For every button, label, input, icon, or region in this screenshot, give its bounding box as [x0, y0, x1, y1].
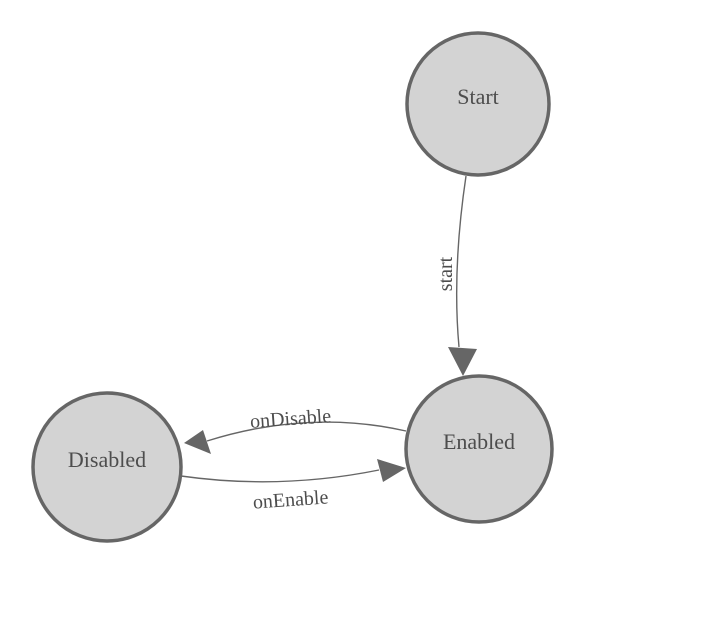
state-node-start-circle [405, 31, 551, 177]
state-node-enabled-label: Enabled [443, 429, 515, 454]
edge-enabled-to-disabled-label: onDisable [249, 405, 332, 433]
edge-start-to-enabled: start [435, 175, 477, 376]
edge-disabled-to-enabled-label: onEnable [252, 486, 329, 513]
edge-enabled-to-disabled-arrowhead [184, 430, 211, 454]
state-node-start-label: Start [457, 84, 499, 109]
state-node-enabled: Enabled [404, 374, 554, 524]
state-node-enabled-circle [404, 374, 554, 524]
edge-enabled-to-disabled-line [206, 421, 407, 442]
state-node-disabled-label: Disabled [68, 447, 146, 472]
state-node-start: Start [405, 31, 551, 177]
edge-enabled-to-disabled: onDisable [184, 405, 407, 454]
state-node-disabled: Disabled [31, 391, 183, 543]
edge-disabled-to-enabled-line [180, 469, 380, 483]
edge-start-to-enabled-line [455, 175, 467, 348]
edge-start-to-enabled-arrowhead [448, 347, 477, 376]
edge-start-to-enabled-label: start [435, 256, 457, 291]
edge-disabled-to-enabled: onEnable [180, 459, 406, 514]
state-node-disabled-circle [31, 391, 183, 543]
edge-disabled-to-enabled-arrowhead [377, 459, 406, 482]
